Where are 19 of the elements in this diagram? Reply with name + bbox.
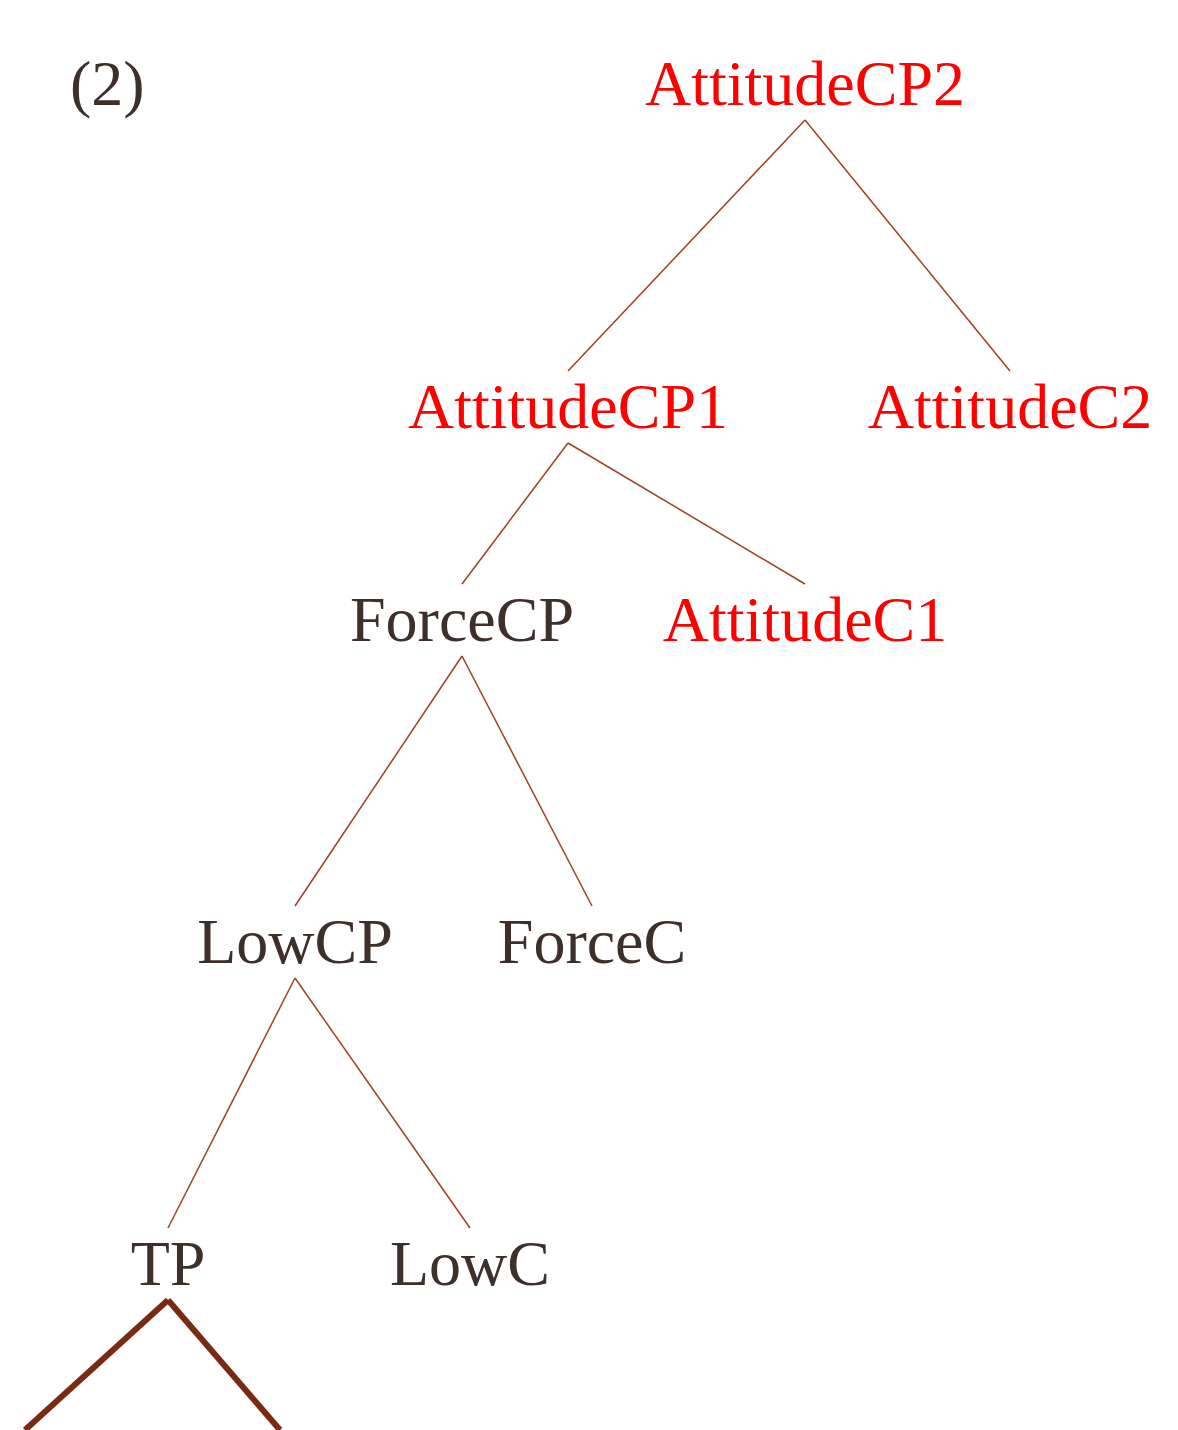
tree-node-label: ForceC <box>497 910 687 974</box>
tree-branch-line <box>567 119 806 372</box>
tree-branch-line <box>294 655 463 907</box>
tree-node-label: ForceCP <box>350 588 574 652</box>
tree-branch-line <box>165 1298 283 1430</box>
tree-branch-line <box>804 119 1011 372</box>
tree-branch-line <box>23 1297 170 1430</box>
tree-branch-line <box>461 442 569 585</box>
tree-branch-line <box>167 977 296 1229</box>
tree-node-label: AttitudeC2 <box>867 375 1153 439</box>
tree-node-label: LowC <box>390 1232 550 1296</box>
tree-branch-line <box>461 655 593 907</box>
tree-branch-line <box>294 977 471 1229</box>
tree-node-label: LowCP <box>197 910 393 974</box>
tree-node-label: AttitudeC1 <box>662 588 948 652</box>
tree-branch-line <box>567 442 806 585</box>
tree-node-label: AttitudeCP1 <box>408 375 728 439</box>
tree-node-label: AttitudeCP2 <box>645 52 965 116</box>
tree-node-label: TP <box>130 1232 206 1296</box>
